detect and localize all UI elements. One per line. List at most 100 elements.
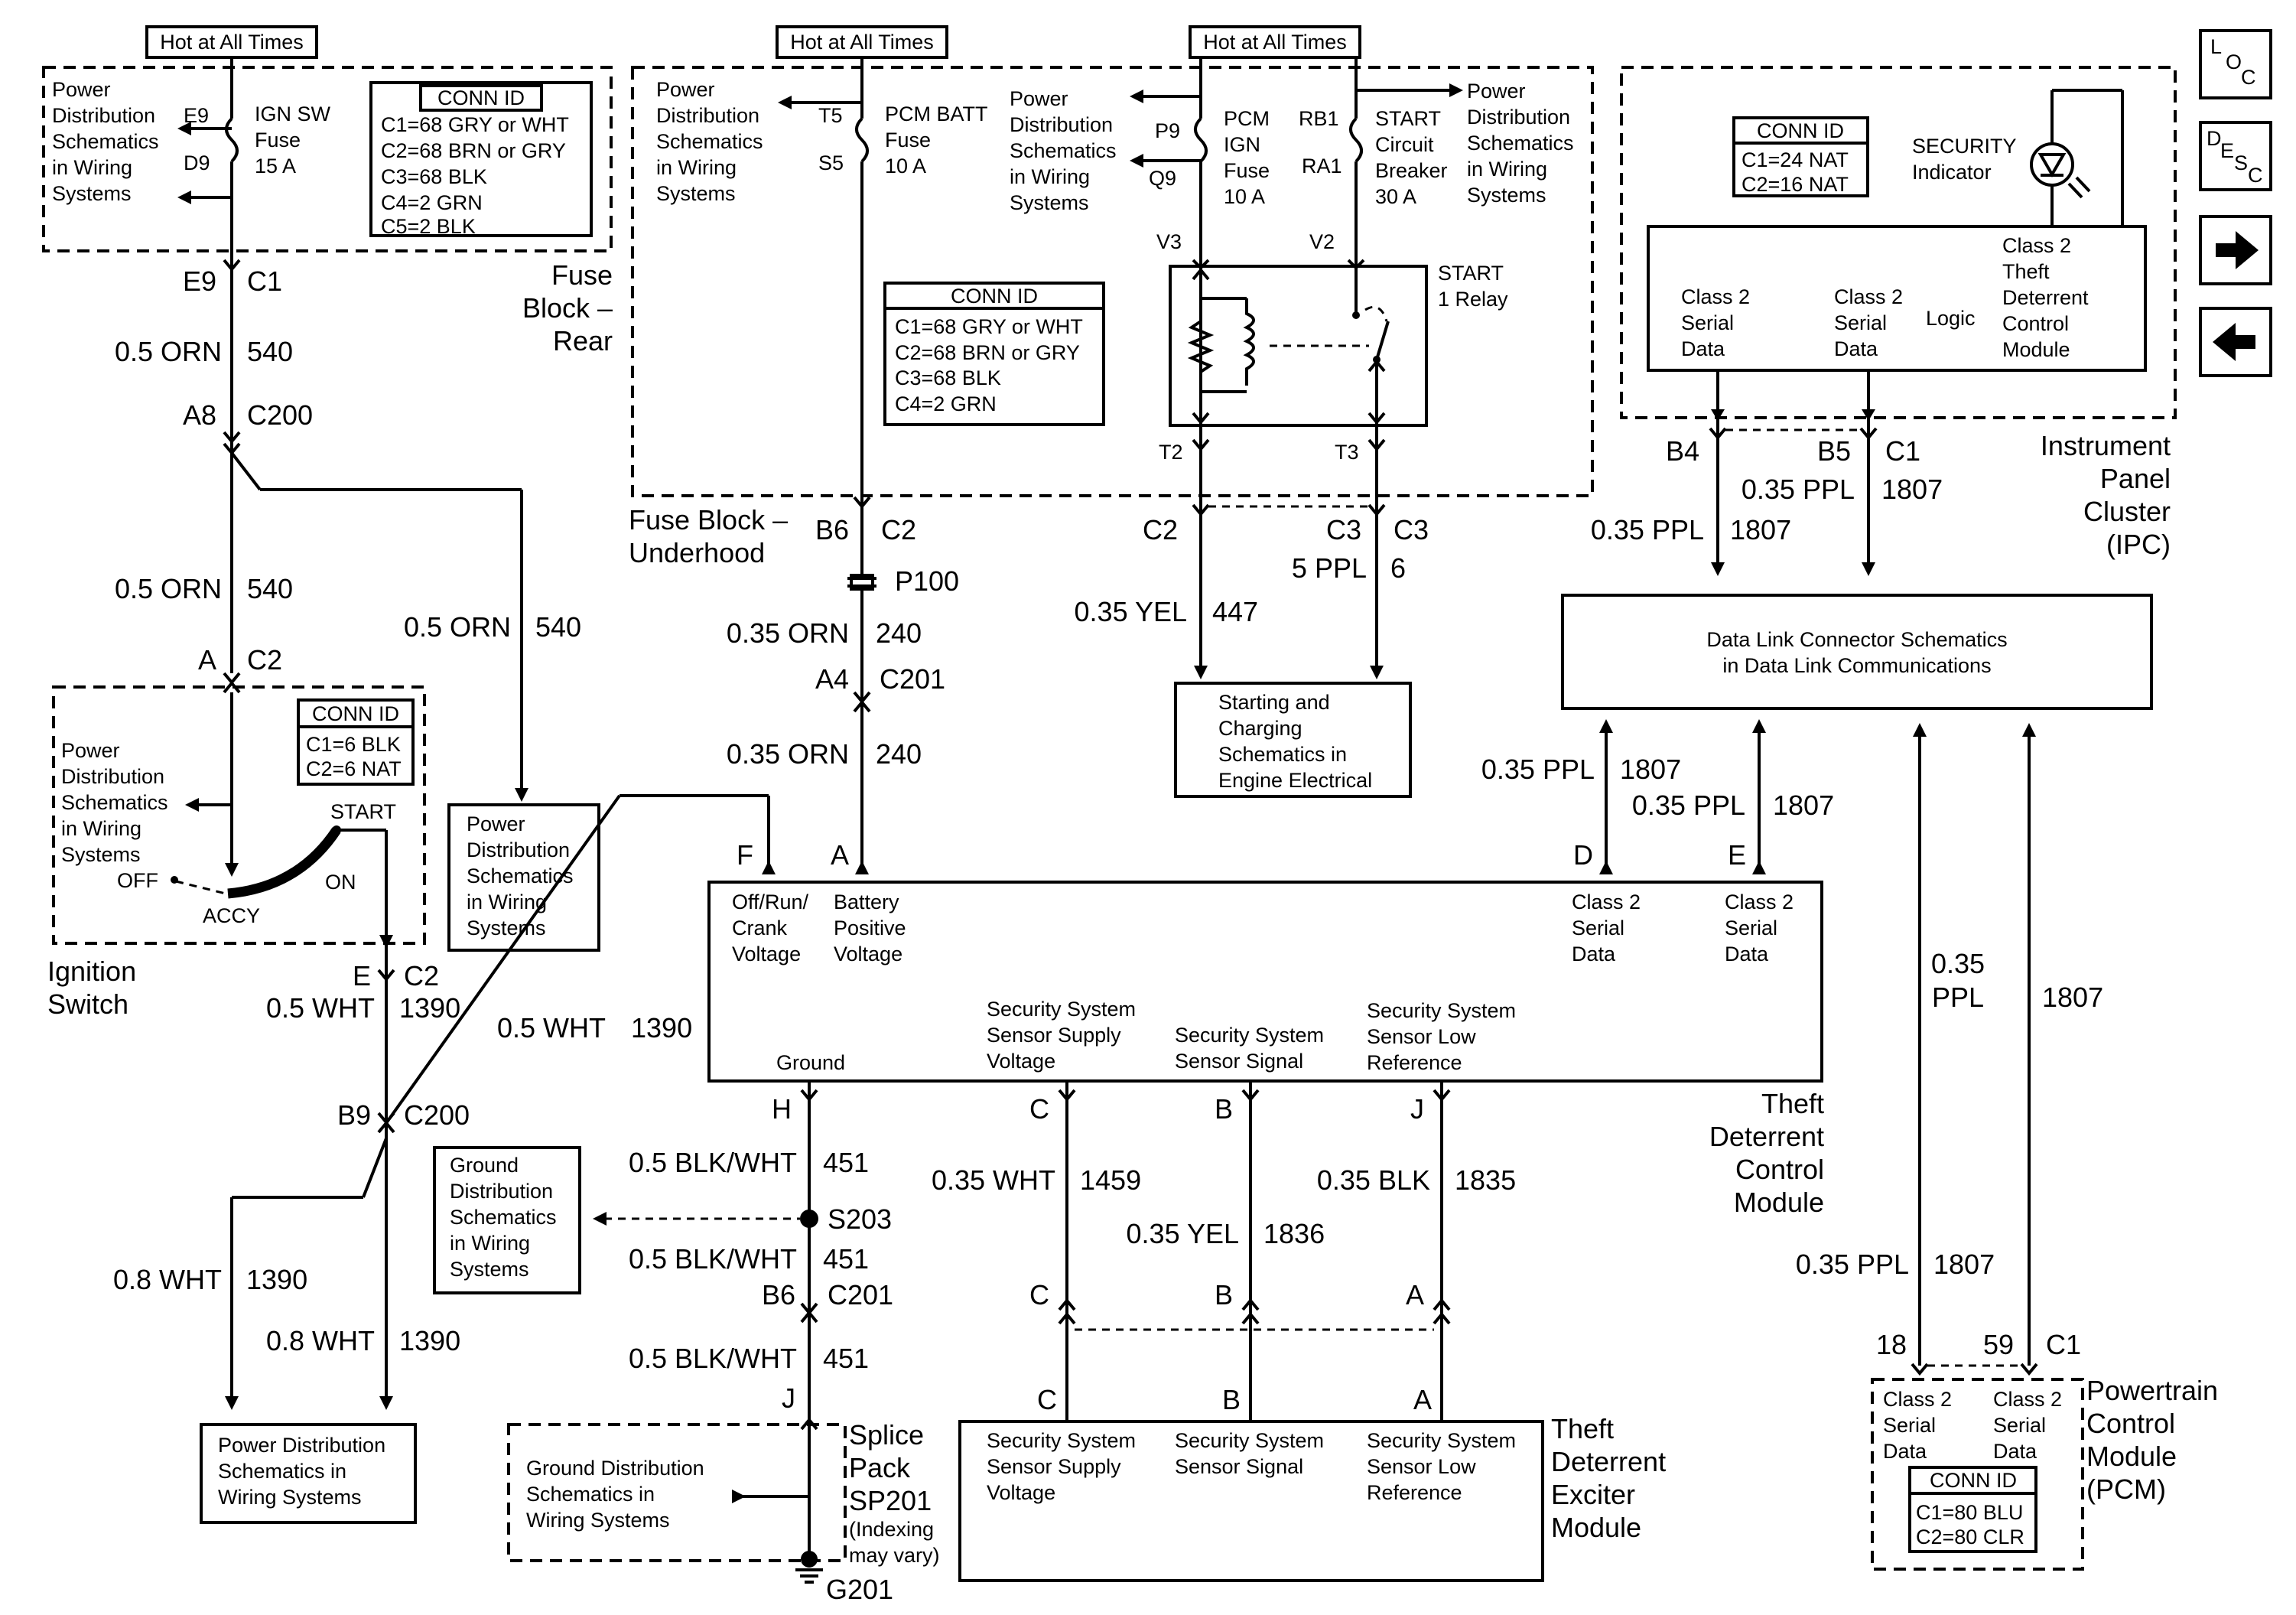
svg-text:Control: Control bbox=[1735, 1154, 1824, 1185]
svg-text:Data: Data bbox=[1572, 943, 1616, 965]
ipc-serial-data-right: Class 2 bbox=[1834, 285, 1903, 308]
previous-page-button[interactable] bbox=[2199, 307, 2272, 377]
svg-text:0.8 WHT: 0.8 WHT bbox=[266, 1325, 375, 1356]
svg-text:S: S bbox=[2234, 151, 2248, 174]
pin-t2: T2 bbox=[1159, 441, 1183, 464]
pcm-connector-c1: C1 bbox=[2046, 1329, 2081, 1360]
svg-text:1390: 1390 bbox=[631, 1012, 692, 1044]
svg-text:in Wiring: in Wiring bbox=[450, 1232, 530, 1255]
svg-text:0.5 ORN: 0.5 ORN bbox=[404, 611, 511, 643]
svg-text:Underhood: Underhood bbox=[629, 537, 765, 568]
svg-text:Sensor Signal: Sensor Signal bbox=[1175, 1050, 1303, 1073]
svg-text:(PCM): (PCM) bbox=[2086, 1473, 2166, 1505]
theft-deterrent-exciter-module: Security System Sensor Supply Voltage Se… bbox=[958, 1413, 1666, 1582]
svg-text:Module: Module bbox=[2002, 338, 2070, 361]
svg-text:C4=2 GRN: C4=2 GRN bbox=[895, 392, 997, 415]
svg-text:Fuse: Fuse bbox=[255, 129, 301, 151]
ipc-module-label: Class 2 bbox=[2002, 234, 2071, 257]
exciter-sensor-signal: Security System bbox=[1175, 1429, 1324, 1452]
svg-text:1835: 1835 bbox=[1455, 1164, 1516, 1196]
label-c1: C1 bbox=[247, 265, 282, 297]
splice-pack-sp201: Ground Distribution Schematics in Wiring… bbox=[507, 1417, 940, 1605]
svg-text:10 A: 10 A bbox=[1224, 185, 1265, 208]
svg-text:C3=68 BLK: C3=68 BLK bbox=[381, 165, 487, 188]
svg-text:C1=68 GRY or WHT: C1=68 GRY or WHT bbox=[895, 315, 1083, 338]
wire-540-number: 540 bbox=[247, 336, 293, 367]
svg-text:Deterrent: Deterrent bbox=[2002, 286, 2089, 309]
tdcm-title: Theft bbox=[1761, 1088, 1824, 1119]
svg-text:Indicator: Indicator bbox=[1912, 161, 1992, 184]
pcm-title: Powertrain bbox=[2086, 1375, 2218, 1406]
arrow-right-icon bbox=[2216, 231, 2259, 269]
svg-text:CONN ID: CONN ID bbox=[1757, 119, 1844, 142]
circuit-447-6: C2 C3 C3 0.35 YEL 447 5 PPL 6 bbox=[1075, 496, 1429, 679]
pin-t5: T5 bbox=[818, 104, 843, 127]
pin-f: F bbox=[737, 839, 753, 871]
fuse-block-rear: Power Distribution Schematics in Wiring … bbox=[42, 57, 613, 357]
wire-1835-color: 0.35 BLK bbox=[1317, 1164, 1430, 1196]
circuit-1807: 0.35 PPL 1807 0.35 PPL 1807 Data Link Co… bbox=[1481, 474, 2153, 1376]
pcm-ign-fuse-label: PCM bbox=[1224, 107, 1270, 130]
pin-t3: T3 bbox=[1335, 441, 1359, 464]
svg-text:Distribution: Distribution bbox=[1467, 106, 1570, 129]
svg-text:Schematics in: Schematics in bbox=[218, 1460, 346, 1483]
svg-text:1390: 1390 bbox=[399, 1325, 460, 1356]
loc-button[interactable]: L O C bbox=[2199, 29, 2272, 99]
svg-text:240: 240 bbox=[876, 738, 922, 770]
label-a: A bbox=[198, 644, 216, 676]
pds-text-underhood-mid: Power bbox=[1010, 87, 1068, 110]
svg-text:in Wiring: in Wiring bbox=[1467, 158, 1547, 181]
instrument-panel-cluster: CONN ID C1=24 NAT C2=16 NAT SECURITY Ind… bbox=[1620, 66, 2177, 566]
svg-text:Data: Data bbox=[1883, 1440, 1927, 1463]
ipc-title: Instrument bbox=[2041, 430, 2171, 461]
svg-text:in Wiring: in Wiring bbox=[1010, 165, 1090, 188]
label-e: E bbox=[353, 960, 371, 991]
svg-text:Distribution: Distribution bbox=[450, 1180, 553, 1203]
pin-b4: B4 bbox=[1666, 435, 1699, 467]
desc-button[interactable]: D E S C bbox=[2199, 121, 2272, 191]
powertrain-control-module: Class 2 Serial Data Class 2 Serial Data … bbox=[1871, 1375, 2218, 1571]
svg-text:0.8 WHT: 0.8 WHT bbox=[113, 1264, 222, 1295]
svg-text:Systems: Systems bbox=[1467, 184, 1546, 207]
svg-text:Schematics in: Schematics in bbox=[526, 1483, 655, 1506]
svg-text:Data: Data bbox=[1993, 1440, 2037, 1463]
pin-j-tdcm: J bbox=[1410, 1093, 1424, 1125]
svg-text:Distribution: Distribution bbox=[467, 838, 570, 861]
label-class2-e: Class 2 bbox=[1725, 891, 1794, 913]
position-off: OFF bbox=[117, 869, 158, 892]
svg-text:Serial: Serial bbox=[1725, 917, 1777, 939]
wire-240-color: 0.35 ORN bbox=[727, 617, 849, 649]
svg-text:540: 540 bbox=[535, 611, 581, 643]
ground-g201: G201 bbox=[826, 1574, 893, 1605]
svg-text:Power: Power bbox=[467, 812, 525, 835]
svg-text:Schematics: Schematics bbox=[656, 130, 763, 153]
pds-text-rear: Power bbox=[52, 78, 111, 101]
wire-1807-pcm-color-b: 0.35 PPL bbox=[1796, 1249, 1909, 1280]
svg-text:Block –: Block – bbox=[522, 292, 613, 324]
svg-text:Wiring Systems: Wiring Systems bbox=[218, 1486, 362, 1509]
svg-text:Theft: Theft bbox=[2002, 260, 2050, 283]
svg-text:451: 451 bbox=[823, 1343, 869, 1374]
pin-ra1: RA1 bbox=[1302, 155, 1342, 177]
svg-text:in Wiring: in Wiring bbox=[52, 156, 132, 179]
wire-447-number: 447 bbox=[1212, 596, 1258, 627]
security-indicator-lamp bbox=[2030, 89, 2124, 226]
conn-pin-a: A bbox=[1406, 1279, 1424, 1311]
gds-box: Ground Distribution Schematics in Wiring… bbox=[433, 1146, 581, 1294]
pin-e: E bbox=[1728, 839, 1746, 871]
svg-text:Sensor Low: Sensor Low bbox=[1367, 1455, 1476, 1478]
svg-text:C: C bbox=[2248, 164, 2263, 187]
pds-text-ignition: Power bbox=[61, 739, 120, 762]
exciter-sensor-supply: Security System bbox=[987, 1429, 1136, 1452]
svg-text:451: 451 bbox=[823, 1243, 869, 1275]
start-relay bbox=[1169, 249, 1428, 427]
svg-text:Starting and: Starting and bbox=[1218, 691, 1330, 714]
label-a8: A8 bbox=[183, 399, 216, 431]
theft-deterrent-control-module: F A D E Off/Run/ Crank Voltage Battery P… bbox=[707, 839, 1824, 1218]
next-page-button[interactable] bbox=[2199, 215, 2272, 285]
pin-v3: V3 bbox=[1156, 230, 1182, 253]
fuse-block-rear-title: Fuse bbox=[551, 259, 613, 291]
svg-text:0.5 WHT: 0.5 WHT bbox=[497, 1012, 606, 1044]
svg-text:1807: 1807 bbox=[2042, 982, 2103, 1013]
wire-1807-ipc-color-b: 0.35 PPL bbox=[1742, 474, 1855, 505]
